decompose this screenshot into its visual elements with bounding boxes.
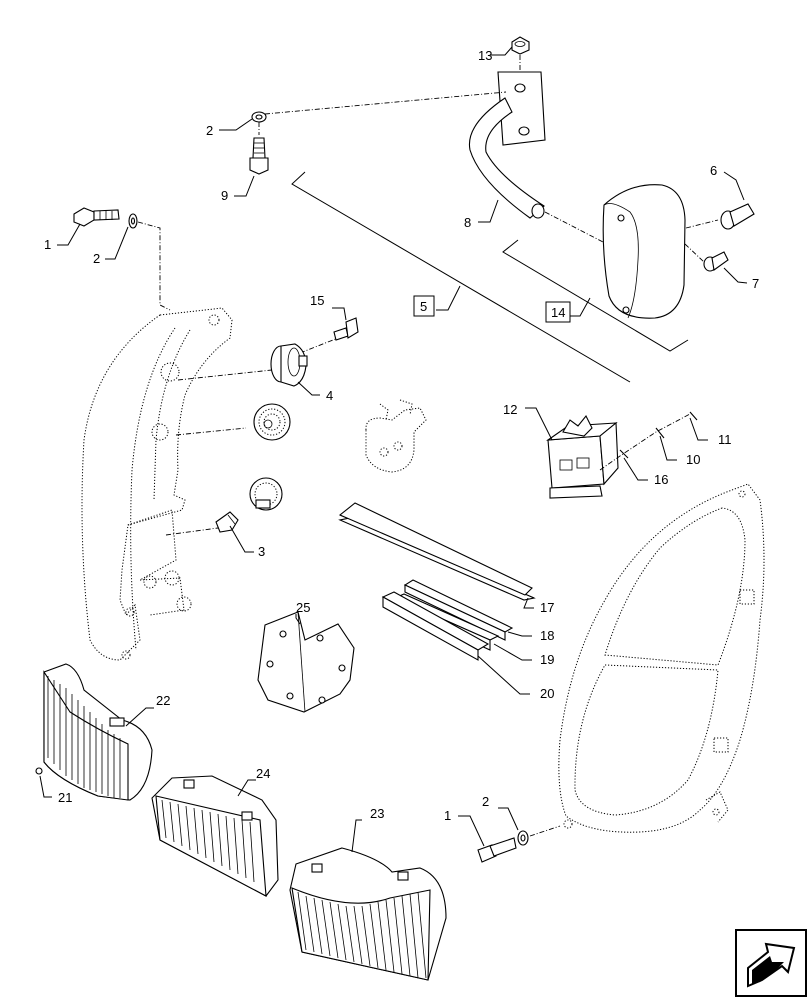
callout-18: 18 (540, 628, 554, 643)
seal-strip-20 (381, 591, 490, 661)
lamp-24 (151, 775, 279, 897)
callout-20: 20 (540, 686, 554, 701)
side-lamp-housing (602, 184, 686, 319)
lamp-22 (43, 663, 153, 801)
bracket-14-lines (502, 239, 689, 352)
callout-1-top: 1 (44, 237, 51, 252)
bolt-1-top (73, 207, 120, 227)
callout-24: 24 (256, 766, 270, 781)
lamp-socket-lower (249, 477, 283, 511)
bracket-5-lines (291, 171, 631, 383)
callout-11: 11 (718, 432, 732, 447)
callout-17: 17 (540, 600, 554, 615)
callout-2-left: 2 (93, 251, 100, 266)
callout-14-box (545, 301, 571, 323)
callout-5-box (413, 295, 435, 317)
washer-2-bottom (517, 830, 529, 846)
bolt-9 (249, 137, 269, 175)
wire-connector (365, 399, 427, 473)
bulb-6 (720, 203, 755, 230)
callout-6: 6 (710, 163, 717, 178)
callout-10: 10 (686, 452, 700, 467)
callout-1-bottom: 1 (444, 808, 451, 823)
screw-15 (333, 317, 359, 341)
callout-22: 22 (156, 693, 170, 708)
callout-7: 7 (752, 276, 759, 291)
callout-5: 5 (420, 299, 427, 314)
lamp-socket-4 (270, 343, 308, 387)
callout-21: 21 (58, 790, 72, 805)
callout-9: 9 (221, 188, 228, 203)
washer-2-left (128, 213, 138, 229)
switch-12 (546, 414, 619, 499)
callout-15: 15 (310, 293, 324, 308)
rear-fender-panel (558, 483, 765, 833)
callout-13: 13 (478, 48, 492, 63)
mounting-plate (497, 71, 546, 146)
lamp-23 (289, 847, 447, 981)
callout-2-bottom: 2 (482, 794, 489, 809)
callout-2-top: 2 (206, 123, 213, 138)
callout-16: 16 (654, 472, 668, 487)
seal-strip-18 (403, 579, 514, 641)
bulb-7 (703, 251, 729, 272)
front-fender (81, 307, 233, 661)
callout-8: 8 (464, 215, 471, 230)
next-page-arrow-icon[interactable] (735, 929, 807, 997)
hex-nut-13 (511, 36, 530, 55)
callout-19: 19 (540, 652, 554, 667)
callout-3: 3 (258, 544, 265, 559)
washer-2-top (251, 111, 267, 123)
callout-14: 14 (551, 305, 565, 320)
lamp-socket-ribbed (253, 403, 291, 441)
bulb-3 (215, 511, 239, 533)
callout-25: 25 (296, 600, 310, 615)
bracket-25 (257, 611, 355, 713)
bolt-1-bottom (477, 837, 517, 863)
screw-21 (35, 767, 43, 775)
callout-4: 4 (326, 388, 333, 403)
mirror-arm-tube (468, 97, 545, 219)
callout-12: 12 (503, 402, 517, 417)
callout-23: 23 (370, 806, 384, 821)
seal-strip-17 (338, 502, 536, 601)
